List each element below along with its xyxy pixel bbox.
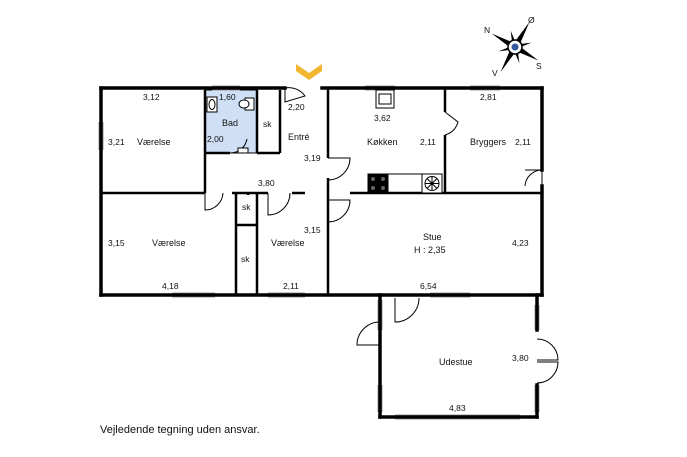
exterior-walls <box>99 86 544 419</box>
interior-walls <box>101 88 542 295</box>
room-name: Stue <box>423 232 442 242</box>
room-dim: 1,60 <box>219 92 236 102</box>
room-dim: 2,11 <box>515 137 531 147</box>
room-dim: 2,11 <box>283 281 299 291</box>
room-dim: 3,80 <box>512 353 529 363</box>
room-dim: 3,15 <box>304 225 321 235</box>
compass-south-label: S <box>536 61 542 71</box>
room-dim: 2,20 <box>288 102 305 112</box>
room-dim: 4,18 <box>162 281 179 291</box>
room-height: H : 2,35 <box>414 245 446 255</box>
room-dim: 3,15 <box>108 238 125 248</box>
room-name: Køkken <box>367 137 398 147</box>
room-dim: 3,80 <box>258 178 275 188</box>
closet-label: sk <box>263 119 272 129</box>
room-name: Udestue <box>439 357 473 367</box>
room-name: Værelse <box>271 238 305 248</box>
room-dim: 2,81 <box>480 92 497 102</box>
closet-label: sk <box>241 254 250 264</box>
room-dim: 4,23 <box>512 238 529 248</box>
disclaimer-text: Vejledende tegning uden ansvar. <box>100 424 260 436</box>
room-name: Bryggers <box>470 137 507 147</box>
room-name: Værelse <box>137 137 171 147</box>
bathroom-fixtures <box>206 96 255 154</box>
room-dim: 3,62 <box>374 113 391 123</box>
room-name: Værelse <box>152 238 186 248</box>
room-dim: 4,83 <box>449 403 466 413</box>
room-dim: 2,00 <box>207 134 224 144</box>
room-dim: 2,11 <box>420 137 436 147</box>
room-dim: 6,54 <box>420 281 437 291</box>
compass-east-label: Ø <box>528 15 535 25</box>
entrance-marker-icon <box>296 64 322 80</box>
room-name: Bad <box>222 118 238 128</box>
kitchen-fixtures <box>367 89 443 194</box>
compass-north-label: N <box>484 25 490 35</box>
room-dim: 3,21 <box>108 137 125 147</box>
room-name: Entré <box>288 132 310 142</box>
room-dim: 3,12 <box>143 92 160 102</box>
closet-label: sk <box>242 202 251 212</box>
room-dim: 3,19 <box>304 153 321 163</box>
compass-west-label: V <box>492 68 498 78</box>
compass-rose-icon <box>491 21 539 73</box>
